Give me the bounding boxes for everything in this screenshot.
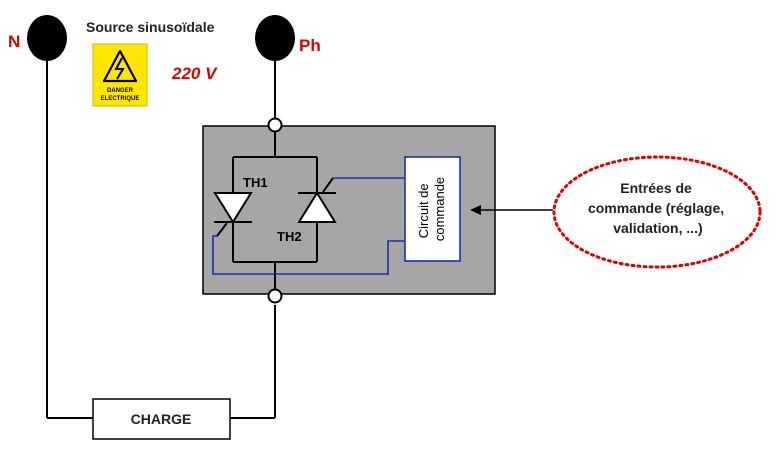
phase-label: Ph [299,36,321,55]
neutral-terminal [27,15,67,61]
control-input-arrow [470,205,553,215]
power-wires [46,55,276,419]
thyristor-th1 [213,192,253,237]
gate-wires [212,177,405,275]
top-node [267,117,283,133]
source-title: Source sinusoïdale [86,19,215,35]
high-voltage-warning-icon: DANGER ELECTRIQUE [92,43,148,107]
voltage-label: 220 V [171,64,218,83]
load-label: CHARGE [131,411,192,427]
th2-label: TH2 [277,229,302,244]
control-circuit-label: Circuit de commande [416,177,447,241]
control-circuit-box [404,156,461,262]
phase-terminal [255,15,295,61]
thyristor-th2 [297,177,337,223]
control-inputs-ellipse [552,155,762,269]
bottom-node [267,288,283,304]
th1-label: TH1 [243,175,268,190]
danger-text-line2: ELECTRIQUE [101,96,140,102]
load-box [92,398,231,440]
neutral-label: N [8,32,20,51]
danger-text-line1: DANGER [107,88,134,94]
control-inputs-label: Entrées de commande (réglage, validation… [588,180,728,236]
